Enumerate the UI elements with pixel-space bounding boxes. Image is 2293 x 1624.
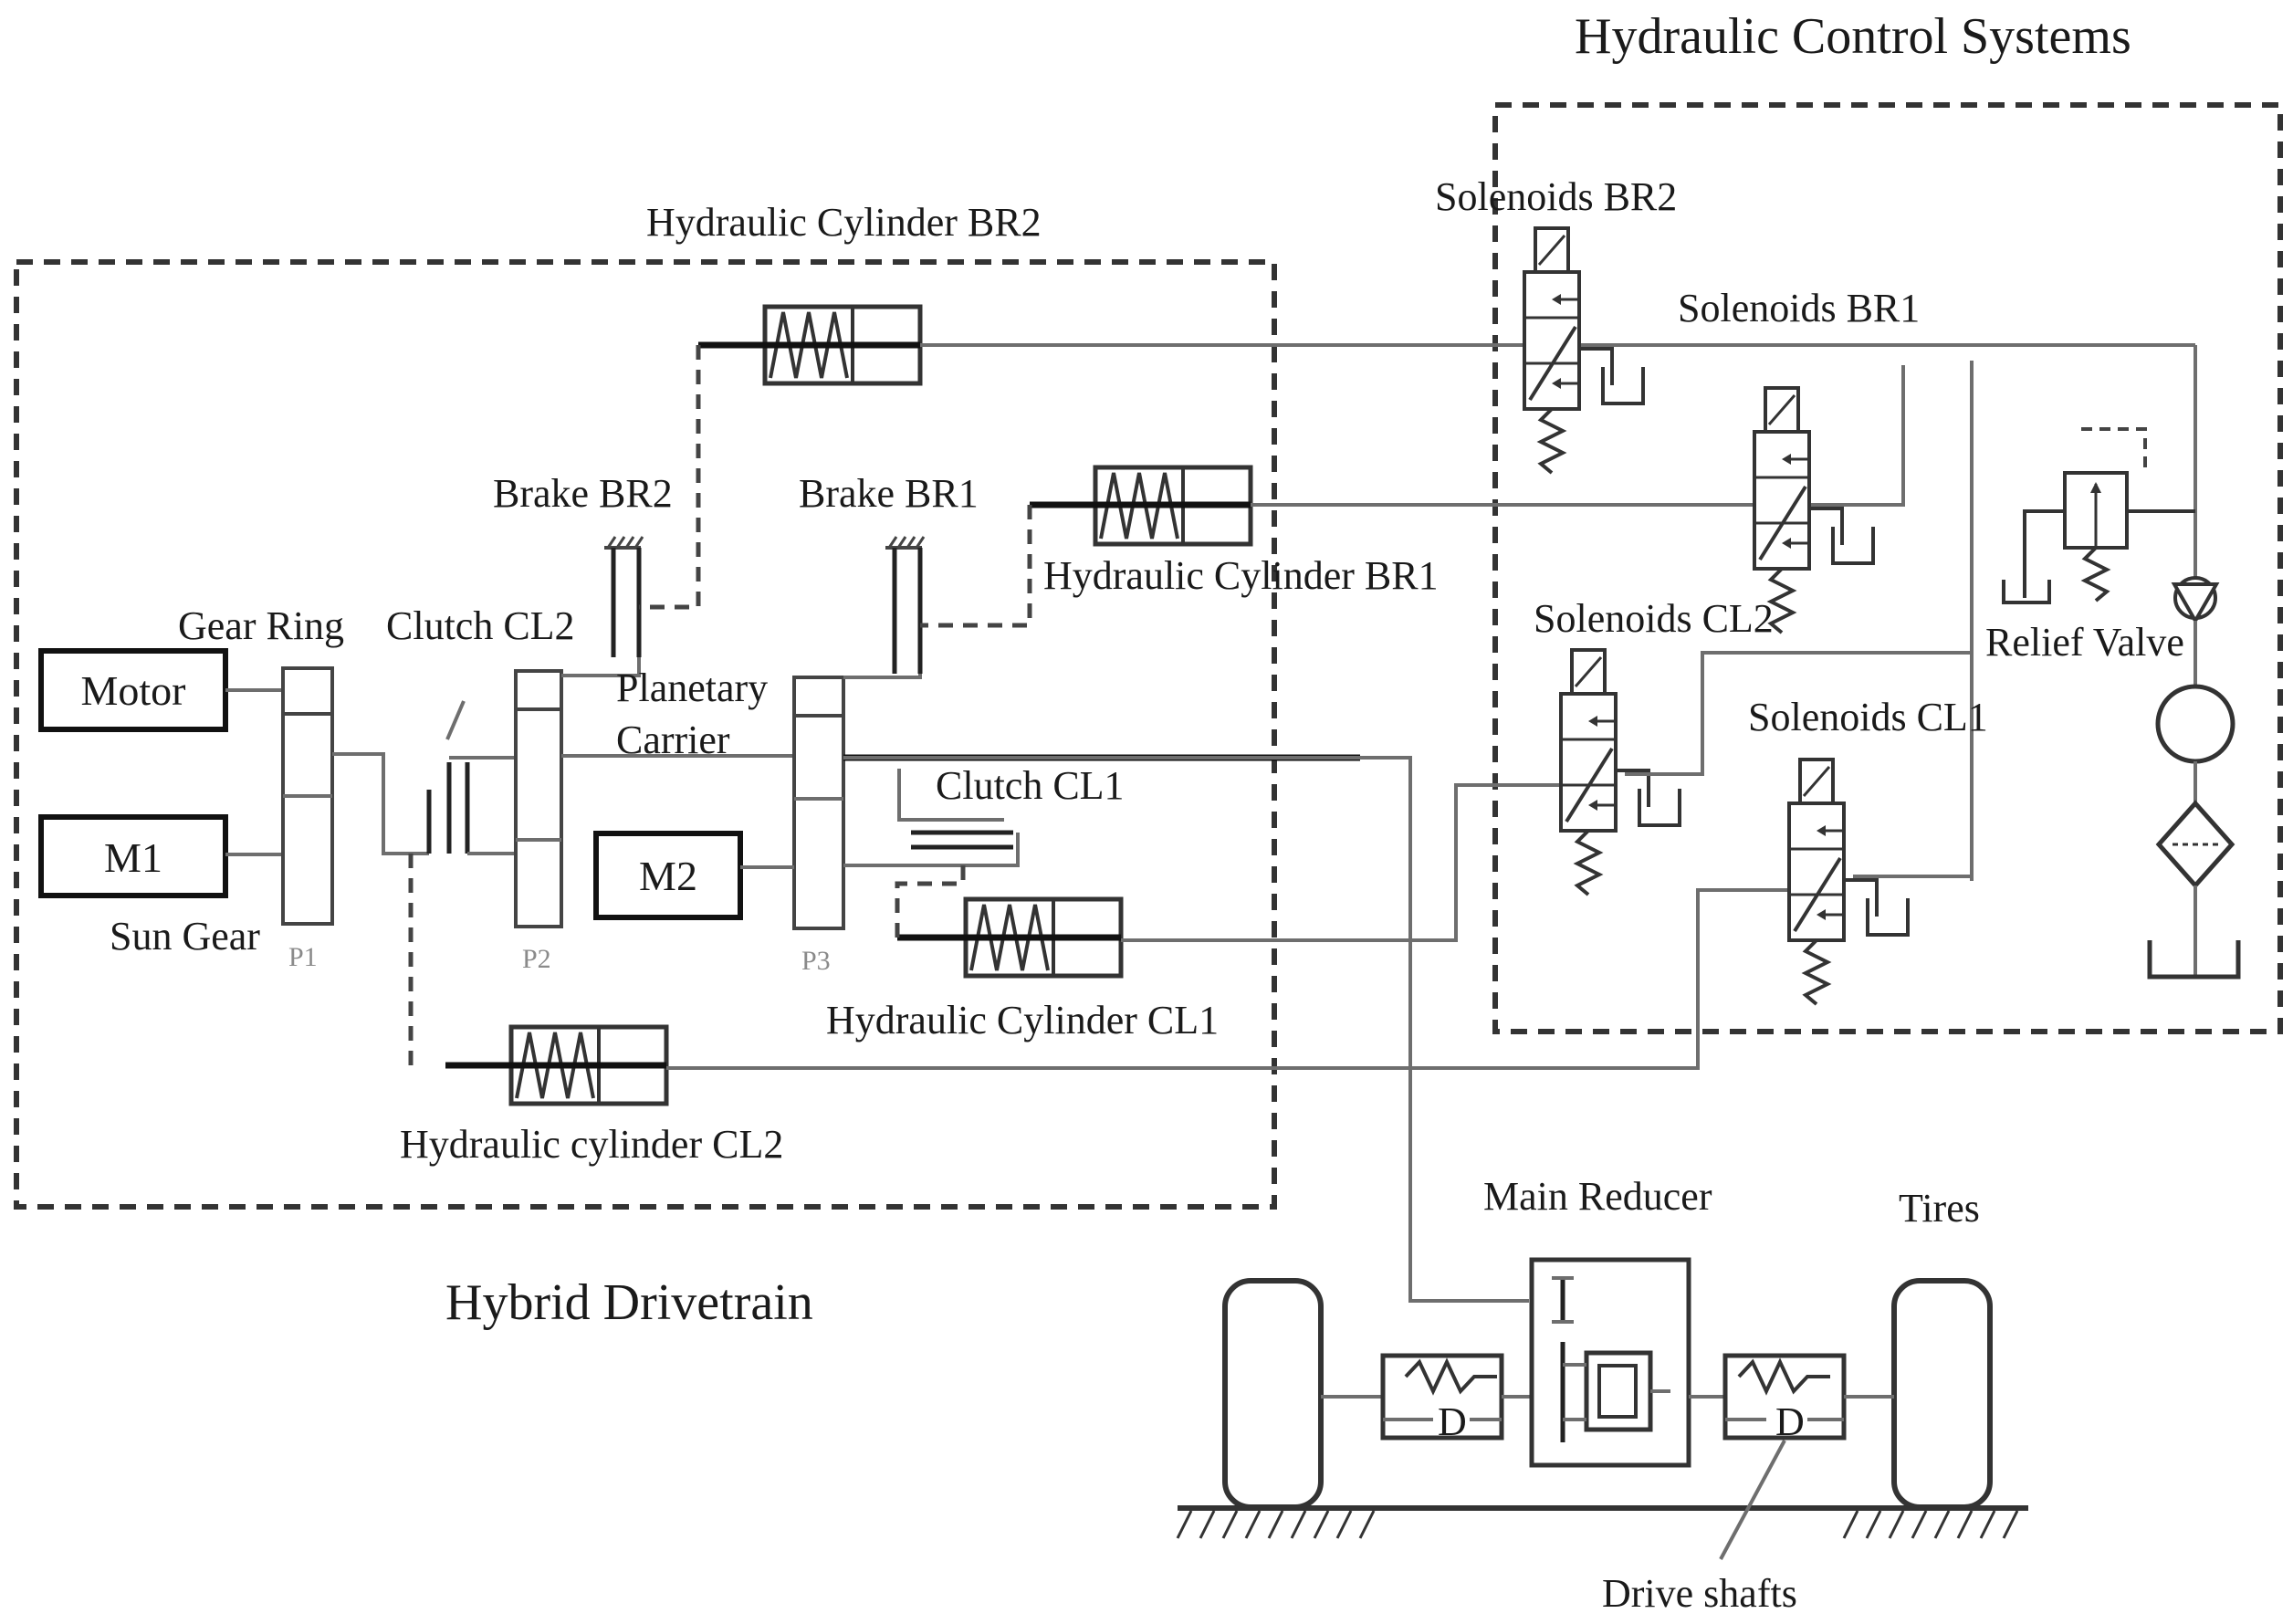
m2-label: M2 <box>639 853 697 899</box>
main-reducer-label: Main Reducer <box>1483 1174 1712 1219</box>
carrier-label: Carrier <box>616 718 730 762</box>
solenoids-cl1-label: Solenoids CL1 <box>1748 695 1988 739</box>
clutch-cl1-label: Clutch CL1 <box>936 763 1125 808</box>
clutch-cl1 <box>843 769 1020 867</box>
gear-ring-label: Gear Ring <box>178 603 344 648</box>
tire-right <box>1891 1278 1993 1510</box>
brake-br2-label: Brake BR2 <box>493 471 673 516</box>
planetary-set-p3 <box>792 676 845 930</box>
brake-br1 <box>843 535 926 679</box>
sun-gear-label: Sun Gear <box>110 914 260 959</box>
m2-block <box>593 831 743 920</box>
solenoid-valve-br2 <box>1523 226 1645 475</box>
hydraulic-cylinder-cl1 <box>897 899 1121 976</box>
relief-valve <box>2002 427 2195 604</box>
brake-br2 <box>561 535 644 677</box>
tire-left <box>1222 1278 1324 1510</box>
planetary-label: Planetary <box>616 665 768 710</box>
solenoids-br1-label: Solenoids BR1 <box>1678 286 1920 330</box>
hydraulic-cylinder-cl2 <box>445 1027 666 1104</box>
relief-valve-label: Relief Valve <box>1985 620 2184 665</box>
clutch-cl2-label: Clutch CL2 <box>386 603 575 648</box>
p2-label: P2 <box>522 944 551 974</box>
final-drive: D D <box>1176 1257 2028 1560</box>
pump-supply-unit <box>2147 576 2241 980</box>
motor-label: Motor <box>81 667 186 714</box>
solenoids-cl2-label: Solenoids CL2 <box>1534 596 1774 641</box>
planetary-set-p1 <box>281 666 334 926</box>
m1-label: M1 <box>104 834 162 881</box>
hybrid-drivetrain-title: Hybrid Drivetrain <box>445 1274 813 1331</box>
drive-shafts-label: Drive shafts <box>1602 1571 1797 1616</box>
p3-label: P3 <box>801 946 831 976</box>
hydraulic-cylinder-cl2-label: Hydraulic cylinder CL2 <box>400 1122 783 1167</box>
hydraulic-cylinder-br2 <box>698 307 920 383</box>
damper-left-letter: D <box>1438 1399 1467 1444</box>
p1-label: P1 <box>288 942 318 972</box>
hydraulic-cylinder-br1 <box>1030 467 1251 544</box>
damper-right-letter: D <box>1775 1399 1805 1444</box>
solenoids-br2-label: Solenoids BR2 <box>1435 174 1677 219</box>
hydraulic-cylinder-cl1-label: Hydraulic Cylinder CL1 <box>826 998 1219 1043</box>
hybrid-drivetrain-region <box>14 259 1277 1210</box>
hydraulic-control-region <box>1492 102 2283 1034</box>
clutch-cl2 <box>426 756 516 855</box>
solenoid-valve-cl1 <box>1787 758 1910 1006</box>
hydraulic-cylinder-br2-label: Hydraulic Cylinder BR2 <box>646 200 1042 245</box>
hydraulic-cylinder-br1-label: Hydraulic Cylinder BR1 <box>1043 553 1439 598</box>
brake-br1-label: Brake BR1 <box>799 471 979 516</box>
hydraulic-control-title: Hydraulic Control Systems <box>1575 8 2131 65</box>
planetary-set-p2 <box>514 669 563 928</box>
tires-label: Tires <box>1899 1186 1980 1231</box>
